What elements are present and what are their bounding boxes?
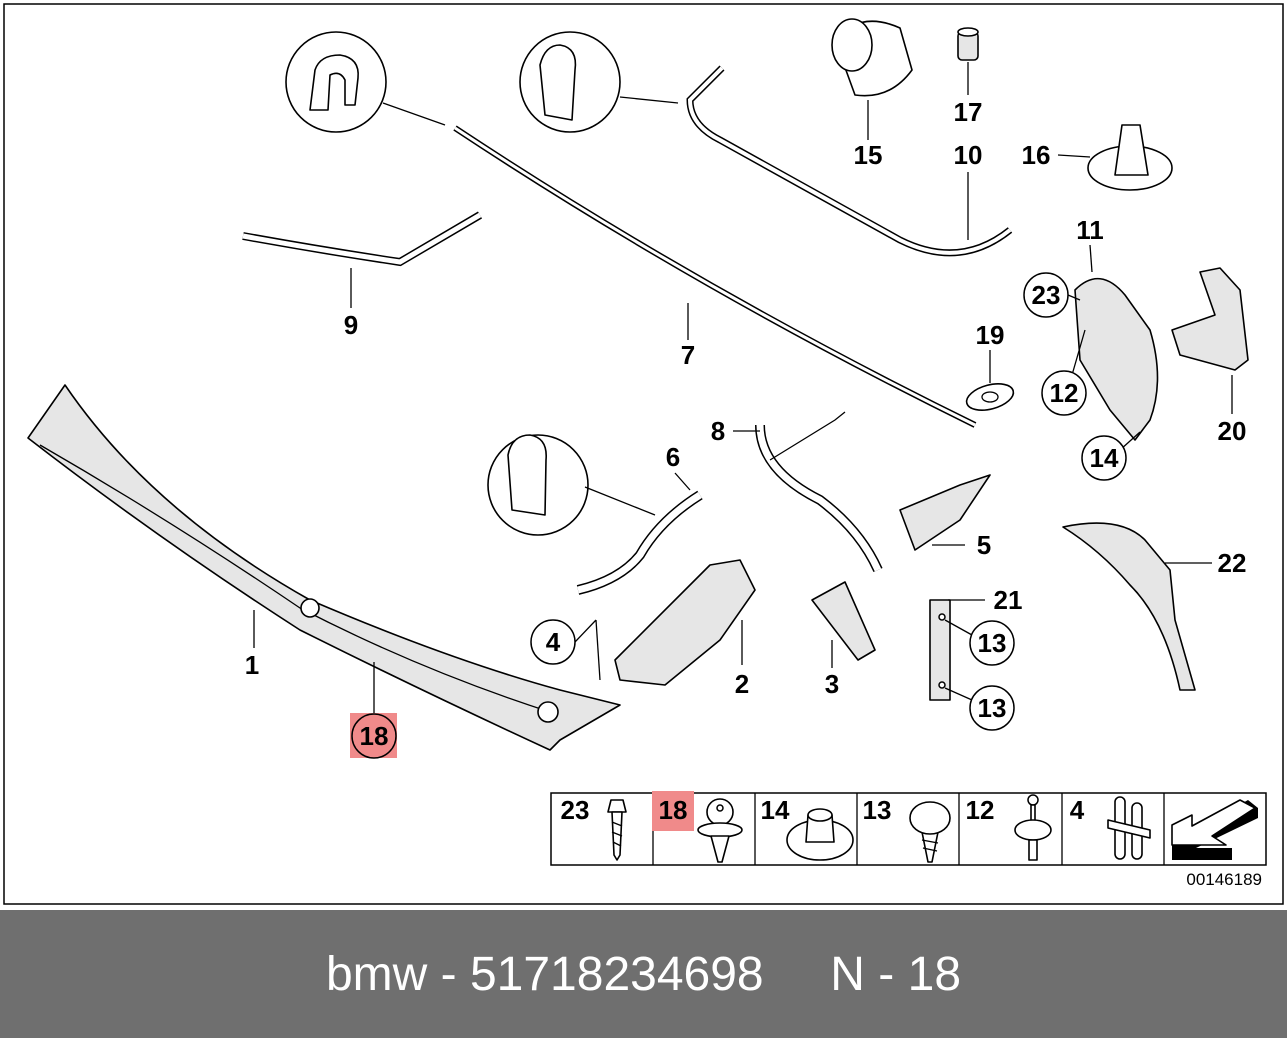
callout-15: 15 <box>854 140 883 170</box>
callout-20: 20 <box>1218 416 1247 446</box>
legend-highlight-18 <box>652 791 694 831</box>
callout-16: 16 <box>1022 140 1051 170</box>
fastener-legend: 23 18 14 13 12 <box>550 791 1267 866</box>
part-17-cap <box>957 27 979 95</box>
diagram-code: 00146189 <box>1186 870 1262 889</box>
part-22-panel <box>1062 522 1212 691</box>
callout-5: 5 <box>977 530 991 560</box>
round-head-screw-icon <box>909 801 951 863</box>
diagram-frame <box>3 3 1284 905</box>
part-11-bracket <box>1067 244 1159 451</box>
callout-19: 19 <box>976 320 1005 350</box>
legend-number-4: 4 <box>1070 795 1085 825</box>
callout-3: 3 <box>825 669 839 699</box>
callout-7: 7 <box>681 340 695 370</box>
legend-number-12: 12 <box>966 795 995 825</box>
double-clip-icon <box>1107 796 1151 860</box>
callout-12: 12 <box>1050 378 1079 408</box>
legend-number-14: 14 <box>761 795 790 825</box>
callout-6: 6 <box>666 442 680 472</box>
part-16-grommet <box>1057 124 1173 191</box>
parts-diagram: 1 2 3 4 5 6 7 8 9 10 11 12 13 13 14 15 1… <box>3 3 1284 905</box>
pin-clip-icon <box>1014 794 1052 861</box>
callout-18[interactable]: 18 <box>360 721 389 751</box>
legend-number-18[interactable]: 18 <box>659 795 688 825</box>
hex-nut-washer-icon <box>786 808 854 861</box>
seal-detail-inset-9 <box>285 31 446 133</box>
callout-22: 22 <box>1218 548 1247 578</box>
callout-13: 13 <box>978 693 1007 723</box>
callout-10: 10 <box>954 140 983 170</box>
callout-8: 8 <box>711 416 725 446</box>
hex-screw-icon <box>607 799 627 861</box>
footer-part-info: bmw - 51718234698 N - 18 <box>325 947 962 1001</box>
part-7-seal-strip <box>453 125 977 428</box>
callout-14: 14 <box>1090 443 1119 473</box>
part-3-clip <box>811 581 876 668</box>
part-21-plate <box>929 599 985 701</box>
part-20-bracket <box>1171 267 1249 414</box>
part-2-duct <box>614 559 756 686</box>
callout-13: 13 <box>978 628 1007 658</box>
legend-number-23: 23 <box>561 795 590 825</box>
seal-detail-inset-6 <box>487 434 656 536</box>
callout-2: 2 <box>735 669 749 699</box>
callout-17: 17 <box>954 97 983 127</box>
expanding-rivet-icon <box>697 798 743 863</box>
part-1-cowl-panel <box>27 384 621 751</box>
callout-4: 4 <box>546 627 561 657</box>
callout-21: 21 <box>994 585 1023 615</box>
part-5-bracket <box>899 474 991 551</box>
seal-detail-inset-10 <box>519 31 679 133</box>
part-19-gasket <box>965 350 1015 411</box>
footer-bar: bmw - 51718234698 N - 18 <box>0 910 1287 1038</box>
arrow-icon <box>1171 799 1258 860</box>
legend-number-13: 13 <box>863 795 892 825</box>
callout-9: 9 <box>344 310 358 340</box>
callout-23: 23 <box>1032 280 1061 310</box>
callout-1: 1 <box>245 650 259 680</box>
part-15-grommet <box>831 18 913 140</box>
callout-11: 11 <box>1076 215 1104 245</box>
